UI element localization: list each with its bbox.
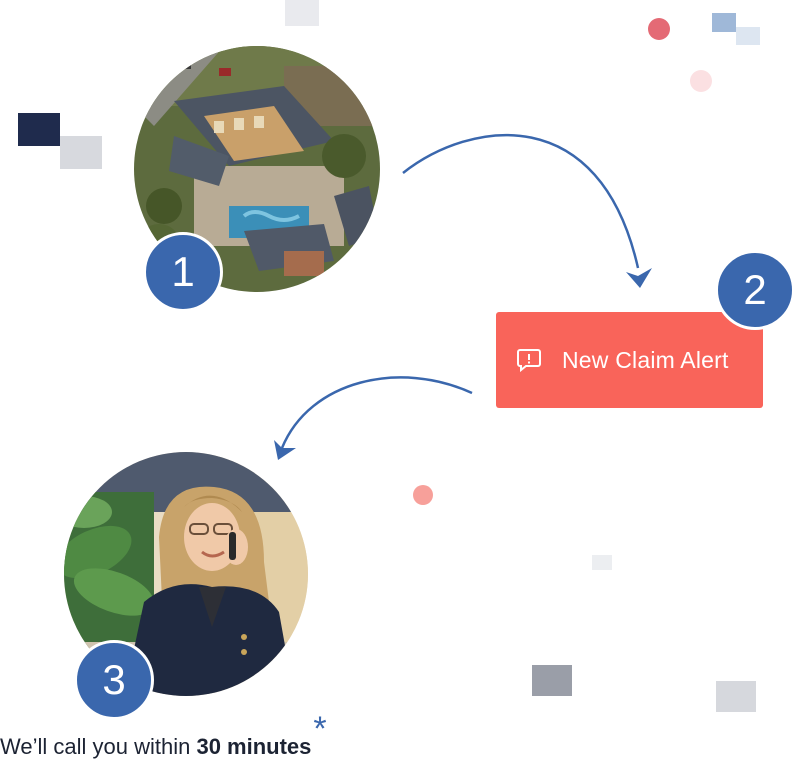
decor-dot <box>413 485 433 505</box>
callback-caption: We’ll call you within 30 minutes* <box>0 712 327 760</box>
decor-square <box>712 13 736 32</box>
message-alert-icon <box>516 347 542 373</box>
step-badge-1: 1 <box>143 232 223 312</box>
decor-dot <box>690 70 712 92</box>
step-badge-2: 2 <box>715 250 795 330</box>
decor-square <box>736 27 760 45</box>
decor-square <box>716 681 756 712</box>
caption-prefix: We’ll call you within <box>0 734 197 759</box>
decor-square <box>592 555 612 570</box>
decor-square <box>60 136 102 169</box>
alert-label: New Claim Alert <box>562 346 729 373</box>
decor-dot <box>648 18 670 40</box>
step-badge-3: 3 <box>74 640 154 720</box>
decor-square <box>18 113 60 146</box>
new-claim-alert-card: New Claim Alert <box>496 312 763 408</box>
caption-asterisk: * <box>313 710 327 748</box>
decor-square <box>532 665 572 696</box>
decor-square <box>285 0 319 26</box>
caption-emphasis: 30 minutes <box>196 734 312 759</box>
